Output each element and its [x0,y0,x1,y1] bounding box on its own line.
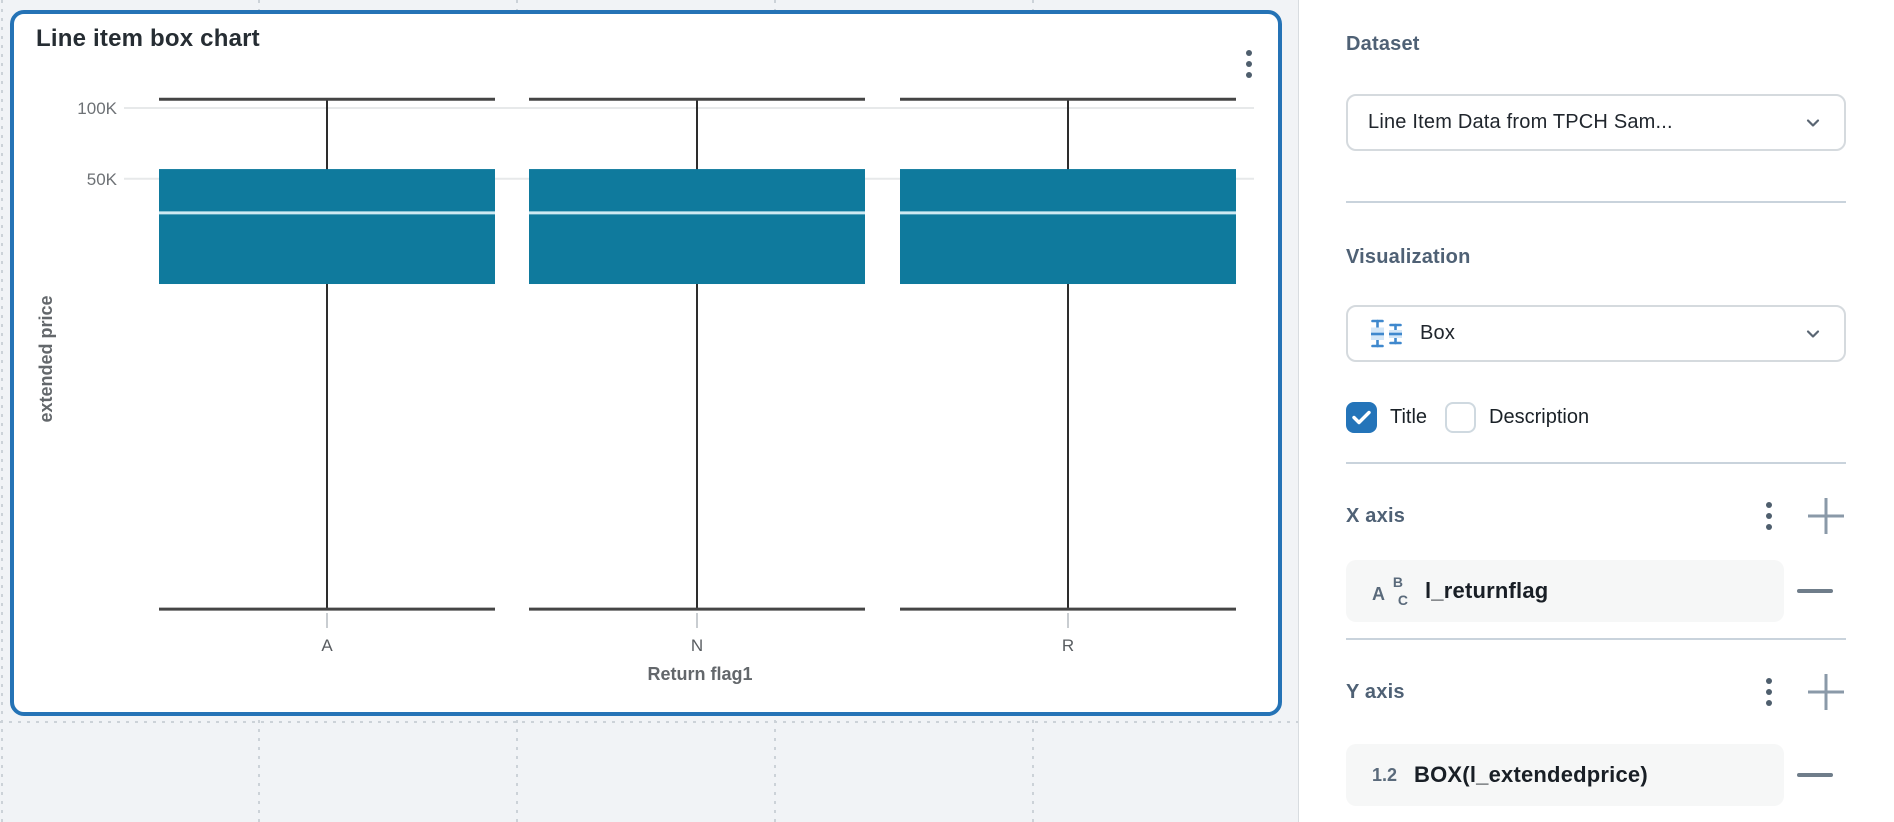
visualization-dropdown-value: Box [1420,322,1456,344]
description-checkbox[interactable] [1445,401,1477,433]
check-icon [1352,410,1371,424]
text-type-icon: A B C [1372,574,1408,608]
svg-text:R: R [1062,636,1074,655]
settings-panel: Dataset Line Item Data from TPCH Sam... … [1298,0,1894,822]
title-checkbox[interactable] [1346,401,1377,433]
number-type-icon: 1.2 [1372,764,1398,785]
chart-card[interactable]: 100K 50K A N R Return flag1 extended price Lin… [10,10,1282,716]
card-menu-kebab-icon[interactable] [1246,50,1252,78]
section-divider [1346,638,1846,640]
grid-line [0,721,1298,723]
svg-text:extended price: extended price [36,295,56,422]
x-axis-heading: X axis [1346,505,1406,527]
dataset-dropdown-value: Line Item Data from TPCH Sam... [1368,111,1673,133]
visualization-heading: Visualization [1346,246,1471,268]
plus-icon [1808,674,1844,710]
x-axis-remove-button[interactable] [1797,589,1833,593]
section-divider [1346,201,1846,203]
y-axis-heading: Y axis [1346,681,1405,703]
box-R[interactable] [900,169,1236,285]
x-axis-field-name: l_returnflag [1425,578,1549,603]
y-axis-add-button[interactable] [1806,672,1846,712]
box-N[interactable] [529,169,865,285]
section-divider [1346,462,1846,464]
svg-text:50K: 50K [87,170,118,189]
visualization-dropdown[interactable]: Box [1346,305,1846,362]
chart-title: Line item box chart [36,25,260,52]
svg-text:N: N [691,636,703,655]
title-checkbox-label: Title [1390,405,1428,428]
box-plot-icon [1371,319,1402,347]
grid-line [1,0,3,822]
dataset-heading: Dataset [1346,33,1420,55]
x-axis-field-chip[interactable]: A B C l_returnflag [1346,560,1784,622]
chevron-down-icon [1806,329,1820,338]
y-axis-kebab-icon[interactable] [1766,678,1772,706]
minus-icon [1797,589,1833,593]
svg-text:A: A [321,636,333,655]
y-axis-remove-button[interactable] [1797,773,1833,777]
minus-icon [1797,773,1833,777]
box-chart[interactable]: 100K 50K A N R Return flag1 extended price [14,14,1278,712]
svg-text:Return flag1: Return flag1 [647,664,752,684]
plus-icon [1808,498,1844,534]
description-checkbox-label: Description [1489,405,1590,428]
x-axis-kebab-icon[interactable] [1766,502,1772,530]
chevron-down-icon [1806,118,1820,127]
svg-text:100K: 100K [77,99,117,118]
box-A[interactable] [159,169,495,285]
x-axis-add-button[interactable] [1806,496,1846,536]
y-axis-field-name: BOX(l_extendedprice) [1414,762,1648,787]
dataset-dropdown[interactable]: Line Item Data from TPCH Sam... [1346,94,1846,151]
y-axis-field-chip[interactable]: 1.2 BOX(l_extendedprice) [1346,744,1784,806]
